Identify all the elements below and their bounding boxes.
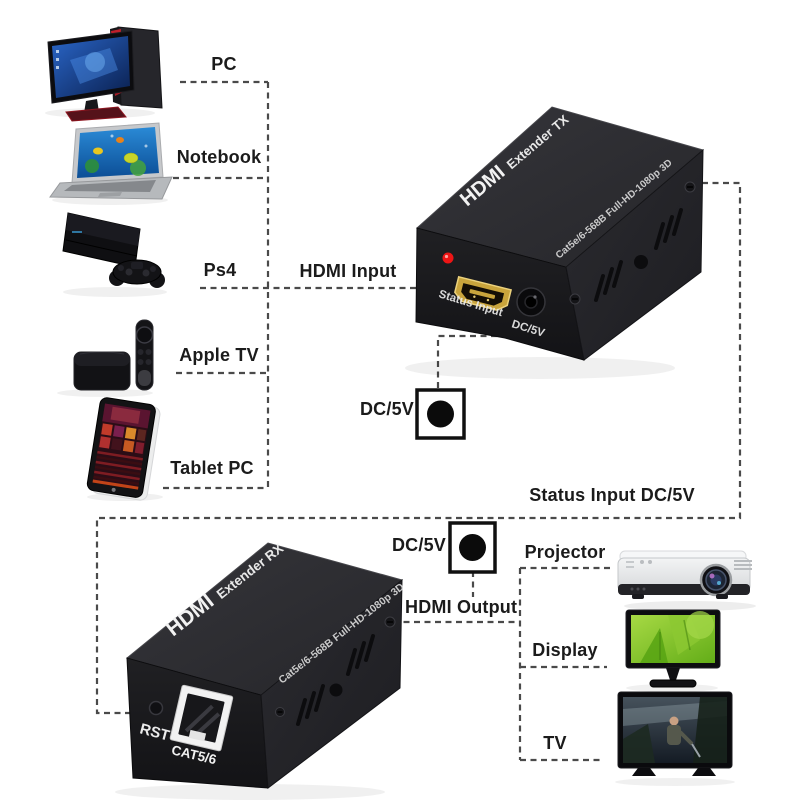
dc-power-label-bottom: DC/5V	[391, 535, 446, 555]
rx-vents	[296, 634, 375, 726]
dc-power-plug-icon-top	[415, 388, 466, 440]
tx-hdmi-port	[454, 275, 513, 311]
tv-image	[615, 691, 735, 786]
rx-shadow	[115, 784, 385, 800]
tx-dc-jack	[516, 287, 546, 317]
tx-extender-unit: HDMI Extender TX Cat5e/6-568B Full-HD-10…	[405, 106, 705, 379]
tx-side-hole	[634, 255, 648, 269]
rx-right-face	[260, 578, 403, 789]
output-label-projector: Projector	[524, 542, 606, 562]
pc-image	[45, 26, 163, 122]
hdmi-output-label: HDMI Output	[405, 597, 518, 617]
source-label-notebook: Notebook	[176, 147, 262, 167]
tx-led-highlight	[444, 254, 449, 259]
display-image	[625, 609, 721, 692]
source-label-pc: PC	[211, 54, 237, 74]
rx-side-hole	[329, 683, 343, 697]
tx-shadow	[405, 357, 675, 379]
rx-screw-right	[384, 616, 396, 628]
tx-screw-right	[684, 181, 696, 193]
ps4-image	[62, 212, 167, 297]
dc-power-plug-icon-bottom	[448, 521, 497, 574]
connector-lines	[95, 80, 742, 762]
projector-image	[617, 550, 756, 611]
source-label-ps4: Ps4	[203, 260, 237, 280]
tablet-pc-image	[86, 397, 163, 501]
rx-extender-unit: HDMI Extender RX Cat5e/6-568B Full-HD-10…	[115, 541, 407, 800]
output-label-tv: TV	[543, 733, 567, 753]
status-input-dc5v-label: Status Input DC/5V	[529, 485, 695, 505]
apple-tv-image	[57, 319, 154, 397]
tx-vents	[594, 208, 683, 302]
rx-rj45-port: CAT5/6	[169, 684, 234, 767]
tx-status-led	[442, 252, 454, 264]
tx-screw-front	[569, 293, 581, 305]
tx-right-face	[565, 148, 704, 361]
dc-power-label-top: DC/5V	[359, 399, 414, 419]
notebook-image	[49, 122, 173, 205]
source-label-apple-tv: Apple TV	[179, 345, 259, 365]
hdmi-input-label: HDMI Input	[299, 261, 397, 281]
cat5-cable-connector	[95, 181, 742, 715]
output-label-display: Display	[532, 640, 598, 660]
rx-screw-front	[275, 707, 285, 717]
rx-reset-button	[148, 700, 164, 716]
source-label-tablet-pc: Tablet PC	[170, 458, 254, 478]
